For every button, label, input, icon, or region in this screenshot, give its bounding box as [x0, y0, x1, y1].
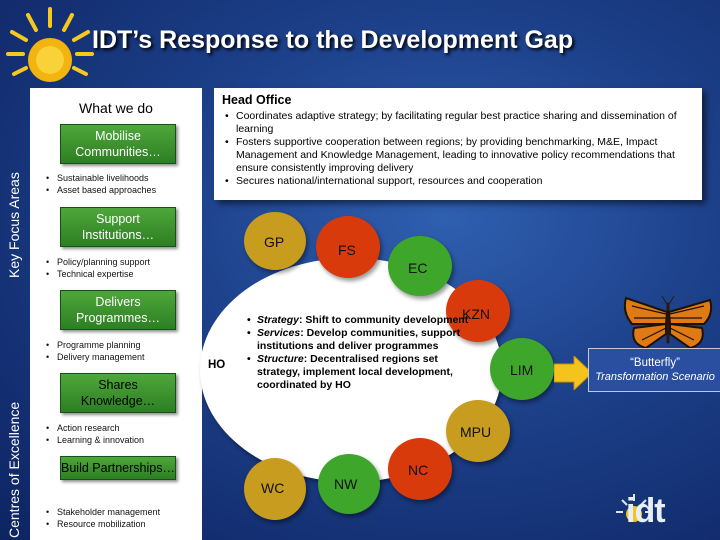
idt-logo: idt: [604, 488, 716, 538]
strategy-bullets: Strategy: Shift to community development…: [242, 314, 474, 392]
region-gp-circle: GP: [244, 212, 306, 270]
mobilise-communities-bullets: Sustainable livelihoods Asset based appr…: [46, 172, 156, 196]
list-item: Action research: [46, 422, 144, 434]
region-nw-circle: NW: [318, 454, 380, 514]
region-fs-circle: FS: [316, 216, 380, 278]
strategy-term: Strategy: [257, 314, 300, 326]
mobilise-communities-box: Mobilise Communities…: [60, 124, 176, 164]
butterfly-scenario-box: “Butterfly” Transformation Scenario: [588, 348, 720, 392]
list-item: Asset based approaches: [46, 184, 156, 196]
list-item: Fosters supportive cooperation between r…: [220, 136, 694, 175]
list-item: Services: Develop communities, support i…: [242, 327, 474, 353]
region-wc-label: WC: [261, 480, 285, 496]
region-ec-label: EC: [408, 260, 428, 276]
structure-text: : Decentralised regions set strategy, im…: [257, 353, 453, 391]
region-gp-label: GP: [264, 234, 285, 250]
page-title: IDT’s Response to the Development Gap: [92, 26, 574, 54]
shares-knowledge-bullets: Action research Learning & innovation: [46, 422, 144, 446]
idt-logo-sun-icon: [616, 494, 652, 522]
list-item: Learning & innovation: [46, 434, 144, 446]
sun-logo-icon: [6, 7, 94, 82]
list-item: Policy/planning support: [46, 256, 150, 268]
ho-label: HO: [208, 359, 226, 371]
region-nc-label: NC: [408, 462, 429, 478]
list-item: Technical expertise: [46, 268, 150, 280]
list-item: Resource mobilization: [46, 518, 160, 530]
region-ec-circle: EC: [388, 236, 452, 296]
support-institutions-bullets: Policy/planning support Technical expert…: [46, 256, 150, 280]
region-wc-circle: WC: [244, 458, 306, 520]
support-institutions-box: Support Institutions…: [60, 207, 176, 247]
centres-of-excellence-label: Centres of Excellence: [6, 401, 22, 538]
list-item: Structure: Decentralised regions set str…: [242, 353, 474, 392]
region-lim-label: LIM: [510, 362, 534, 378]
build-partnerships-box: Build Partnerships…: [60, 456, 176, 480]
strategy-text: : Shift to community development: [299, 314, 469, 326]
list-item: Programme planning: [46, 339, 145, 351]
shares-knowledge-box: Shares Knowledge…: [60, 373, 176, 413]
butterfly-subtitle: Transformation Scenario: [595, 371, 715, 383]
region-nc-circle: NC: [388, 438, 452, 500]
what-we-do-heading: What we do: [79, 100, 153, 116]
key-focus-areas-label: Key Focus Areas: [6, 172, 22, 278]
list-item: Coordinates adaptive strategy; by facili…: [220, 110, 694, 136]
butterfly-title: “Butterfly”: [630, 357, 680, 369]
structure-term: Structure: [257, 353, 304, 365]
arrow-icon: [554, 356, 593, 390]
delivers-programmes-bullets: Programme planning Delivery management: [46, 339, 145, 363]
idt-logo-text: idt: [626, 492, 666, 530]
region-fs-label: FS: [338, 242, 356, 258]
head-office-panel: Head Office Coordinates adaptive strateg…: [214, 88, 702, 200]
region-mpu-label: MPU: [460, 424, 492, 440]
region-mpu-circle: MPU: [446, 400, 510, 462]
head-office-title: Head Office: [222, 93, 292, 107]
services-term: Services: [257, 327, 301, 339]
build-partnerships-bullets: Stakeholder management Resource mobiliza…: [46, 506, 160, 530]
list-item: Secures national/international support, …: [220, 175, 694, 188]
delivers-programmes-box: Delivers Programmes…: [60, 290, 176, 330]
list-item: Delivery management: [46, 351, 145, 363]
list-item: Stakeholder management: [46, 506, 160, 518]
what-we-do-panel: What we do Mobilise Communities… Sustain…: [30, 88, 202, 540]
head-office-bullets: Coordinates adaptive strategy; by facili…: [220, 110, 694, 189]
services-text: : Develop communities, support instituti…: [257, 327, 461, 352]
list-item: Strategy: Shift to community development: [242, 314, 474, 327]
region-nw-label: NW: [334, 476, 358, 492]
region-lim-circle: LIM: [490, 338, 554, 400]
list-item: Sustainable livelihoods: [46, 172, 156, 184]
butterfly-icon: [623, 295, 713, 350]
